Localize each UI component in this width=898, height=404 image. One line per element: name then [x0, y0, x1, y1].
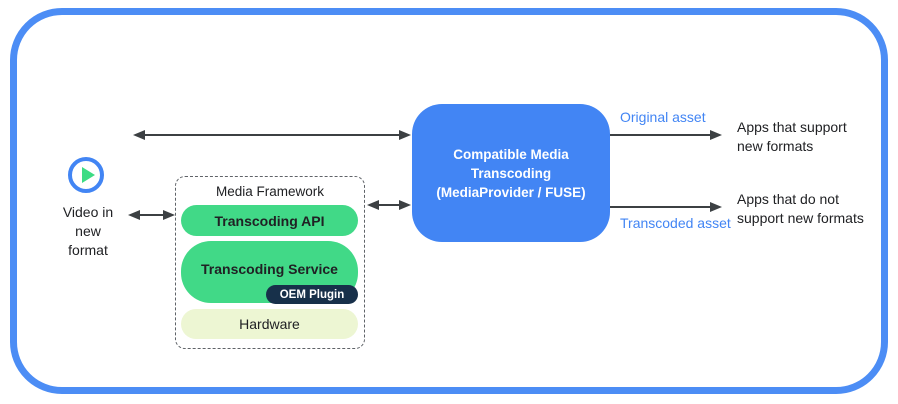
outer-frame — [10, 8, 888, 394]
transcoding-service-label: Transcoding Service — [201, 261, 338, 277]
framework-transcoder-arrow — [367, 200, 411, 210]
hardware-label: Hardware — [239, 316, 300, 332]
original-asset-arrow — [610, 130, 722, 140]
play-icon — [68, 157, 104, 193]
video-caption-line: new — [75, 223, 101, 239]
video-caption-line: format — [68, 242, 108, 258]
transcoding-api-pill: Transcoding API — [181, 205, 358, 236]
apps-support-line: new formats — [737, 138, 814, 154]
original-asset-label: Original asset — [620, 109, 706, 125]
video-framework-arrow — [128, 210, 175, 220]
oem-plugin-label: OEM Plugin — [279, 288, 345, 301]
transcoding-api-label: Transcoding API — [214, 212, 325, 229]
hardware-pill: Hardware — [181, 309, 358, 339]
video-caption: Video in new format — [53, 203, 123, 260]
video-caption-line: Video in — [62, 204, 114, 220]
transcoder-box-line: Transcoding — [470, 165, 552, 181]
apps-no-support-line: support new formats — [737, 210, 864, 226]
transcoding-service-pill: Transcoding Service OEM Plugin — [181, 241, 358, 304]
transcoded-asset-label: Transcoded asset — [620, 215, 731, 231]
apps-no-support-label: Apps that do not support new formats — [737, 190, 864, 228]
play-triangle-icon — [81, 167, 95, 183]
transcoded-asset-arrow — [610, 202, 722, 212]
apps-no-support-line: Apps that do not — [737, 191, 839, 207]
apps-support-label: Apps that support new formats — [737, 118, 847, 156]
media-framework-title: Media Framework — [215, 184, 325, 199]
transcoder-box-line: (MediaProvider / FUSE) — [436, 184, 586, 200]
apps-support-line: Apps that support — [737, 119, 847, 135]
transcoder-box: Compatible Media Transcoding (MediaProvi… — [412, 104, 610, 242]
media-framework-box: Media Framework Transcoding API Transcod… — [175, 176, 365, 349]
oem-plugin-pill: OEM Plugin — [266, 285, 358, 304]
transcoder-box-line: Compatible Media — [453, 146, 569, 162]
video-transcoder-arrow — [133, 130, 411, 140]
